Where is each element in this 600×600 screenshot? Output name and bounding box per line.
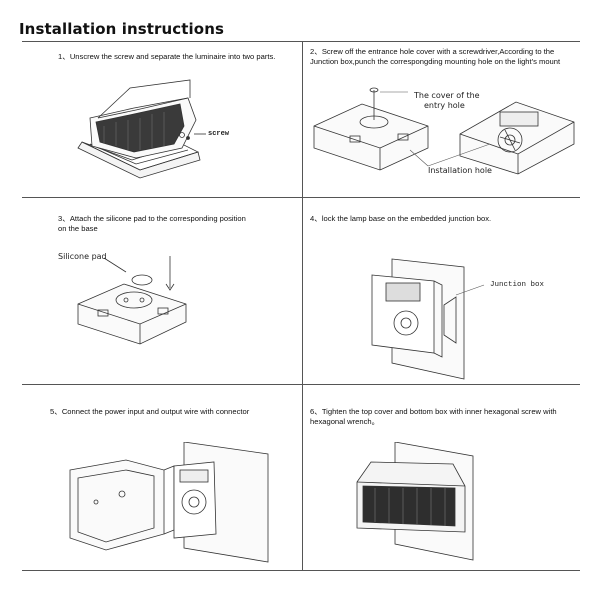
divider-top — [22, 41, 580, 42]
divider-row1 — [22, 197, 580, 198]
step-6-text: 6、Tighten the top cover and bottom box w… — [310, 407, 557, 426]
installation-hole-label: Installation hole — [428, 166, 492, 175]
step-4-text: 4、lock the lamp base on the embedded jun… — [310, 214, 492, 223]
silicone-pad-label: Silicone pad — [58, 252, 107, 261]
step-1-text: 1、Unscrew the screw and separate the lum… — [58, 52, 276, 61]
page-title: Installation instructions — [19, 20, 225, 38]
step-6-figure — [356, 442, 474, 561]
step-5-figure — [69, 442, 269, 563]
entry-hole-cover-label-line1: The cover of the — [414, 91, 480, 100]
screw-label: screw — [208, 130, 230, 138]
divider-bottom — [22, 570, 580, 571]
divider-row2 — [22, 384, 580, 385]
entry-hole-cover-label-line2: entry hole — [424, 101, 465, 110]
step-3-figure — [77, 256, 187, 345]
step-2-figure — [313, 87, 575, 175]
step-5-text: 5、Connect the power input and output wir… — [50, 407, 250, 416]
step-2-text: 2、Screw off the entrance hole cover with… — [310, 47, 561, 66]
step-4-figure — [371, 258, 485, 380]
step-3-text: 3、Attach the silicone pad to the corresp… — [58, 214, 246, 233]
divider-vertical — [302, 41, 303, 570]
step-1-figure — [77, 79, 206, 179]
junction-box-label: Junction box — [490, 281, 545, 289]
